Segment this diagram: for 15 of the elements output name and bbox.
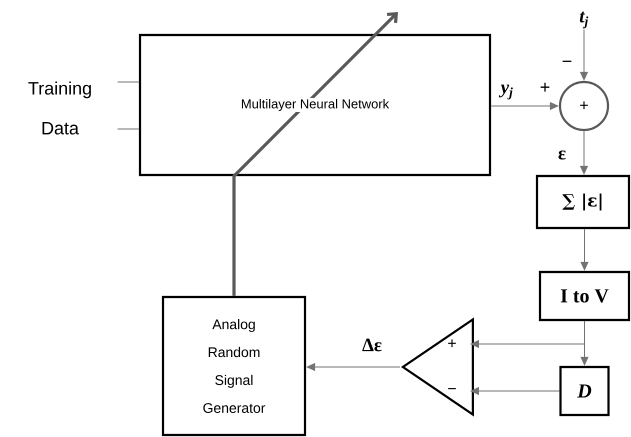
sign-label: + [540,82,550,92]
edge-label: ε [556,149,568,161]
edge-label: Δε [361,338,383,352]
network-label: Multilayer Neural Network [240,98,390,112]
sign-label: − [562,60,572,62]
edge-label: y$_{j}$ [498,84,514,100]
delay-box: D [559,366,610,416]
summation-box: ∑ |ε| [536,174,630,230]
arrow [232,12,398,296]
network-box [138,34,492,176]
target-label: t$_{j}$ [580,12,588,28]
generator-box: Analog Random Signal Generator [162,296,306,436]
input-label: Training Data [28,81,91,134]
converter-box: I to V [538,270,630,322]
summing-junction: + [558,80,610,132]
